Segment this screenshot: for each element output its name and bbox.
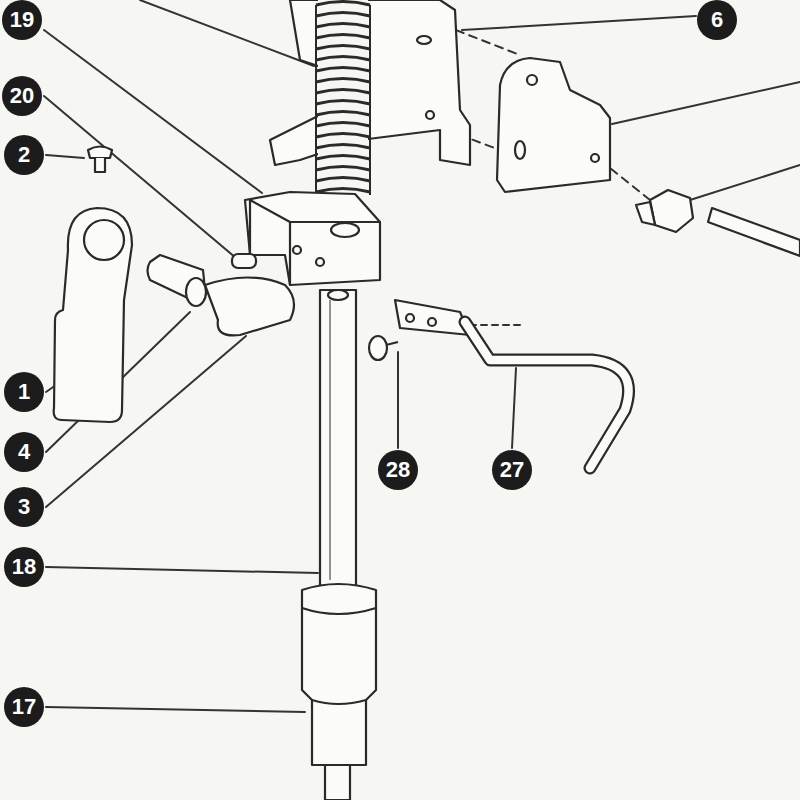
callout-number: 20 — [10, 83, 34, 109]
callout-circle: 17 — [4, 687, 44, 727]
callout-circle: 6 — [697, 0, 737, 40]
callout-number: 28 — [386, 457, 410, 483]
callout-circle: 28 — [378, 450, 418, 490]
callout-circle: 20 — [2, 76, 42, 116]
callout-circle: 3 — [4, 487, 44, 527]
callout-number: 3 — [18, 494, 30, 520]
callout-circle: 27 — [492, 450, 532, 490]
callout-number: 6 — [711, 7, 723, 33]
callout-circle: 2 — [4, 135, 44, 175]
callout-circle: 4 — [4, 432, 44, 472]
callout-number: 17 — [12, 694, 36, 720]
callout-number: 18 — [12, 554, 36, 580]
callout-number: 1 — [18, 379, 30, 405]
callout-circle: 18 — [4, 547, 44, 587]
callout-circle: 1 — [4, 372, 44, 412]
callout-number: 2 — [18, 142, 30, 168]
callout-circle: 19 — [2, 0, 42, 40]
callout-number: 4 — [18, 439, 30, 465]
callout-number: 19 — [10, 7, 34, 33]
callout-number: 27 — [500, 457, 524, 483]
